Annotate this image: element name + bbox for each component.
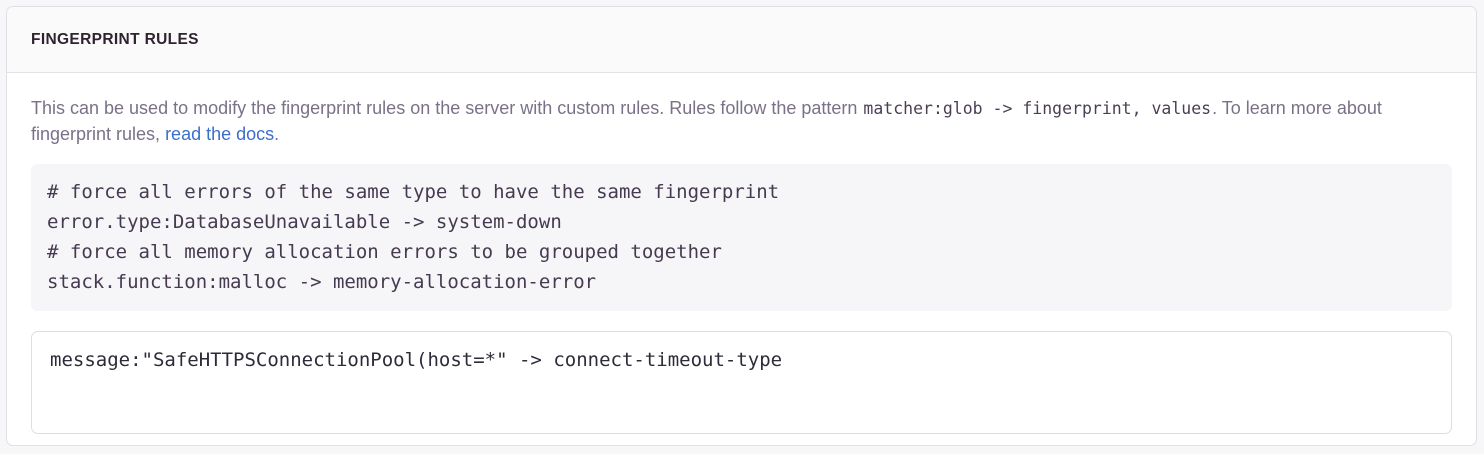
read-the-docs-link[interactable]: read the docs [165,124,275,145]
example-rules-code-block: # force all errors of the same type to h… [31,163,1452,311]
panel-description: This can be used to modify the fingerpri… [31,95,1391,148]
panel-header: FINGERPRINT RULES [7,7,1476,73]
fingerprint-rules-input[interactable] [31,330,1452,434]
panel-body: This can be used to modify the fingerpri… [7,73,1476,434]
description-text-after-code: . To learn more about fingerprint rules, [31,98,1382,145]
page-title: FINGERPRINT RULES [31,30,199,48]
description-text-after-link: . [274,124,280,145]
fingerprint-rules-panel: FINGERPRINT RULES This can be used to mo… [6,6,1477,446]
description-text-before-code: This can be used to modify the fingerpri… [31,98,863,118]
inline-code-pattern: matcher:glob -> fingerprint, values [863,99,1212,118]
